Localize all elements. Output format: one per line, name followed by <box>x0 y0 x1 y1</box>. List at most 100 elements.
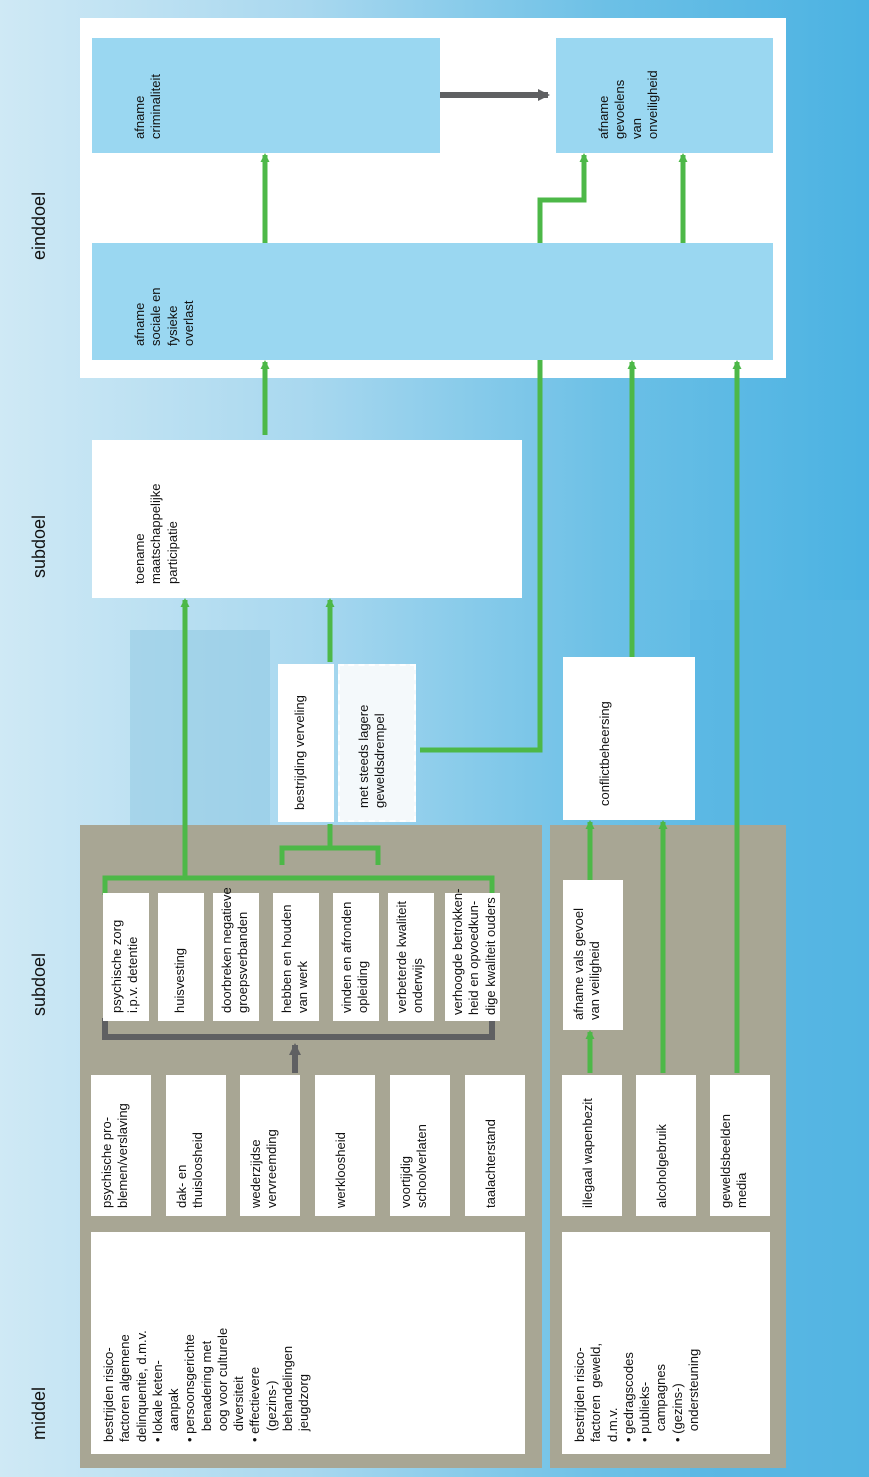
text-line: • persoonsgerichte <box>182 1334 198 1442</box>
text-line: met steeds lagere <box>356 704 371 808</box>
text-line: van veiligheid <box>587 941 603 1020</box>
text-line: vervreemding <box>264 1129 280 1208</box>
text-line: conflictbeheersing <box>597 701 612 806</box>
risk-alcoholgebruik: alcoholgebruik <box>636 1075 696 1216</box>
bracket-subgoals <box>102 1018 495 1040</box>
subgoal-ouders: verhoogde betrokken-heid en opvoedkun-di… <box>445 888 500 1021</box>
means-violence: bestrijden risico-factoren geweld,d.m.v.… <box>562 1232 770 1454</box>
text-line: opleiding <box>355 960 371 1013</box>
text-line: • publieks- <box>637 1381 652 1442</box>
text-line: afname <box>596 95 611 139</box>
text-line: benadering met <box>198 1340 214 1442</box>
risk-taalachterstand: taalachterstand <box>465 1075 525 1216</box>
text-line: criminaliteit <box>148 73 164 139</box>
text-line: psychische pro- <box>99 1116 114 1208</box>
bracket-verveling <box>279 845 381 865</box>
subgoal-huisvesting: huisvesting <box>158 893 204 1021</box>
text-line: huisvesting <box>172 947 187 1013</box>
text-line: psychische zorg <box>109 919 124 1013</box>
text-line: dige kwaliteit ouders <box>482 897 498 1015</box>
text-line: • lokale keten- <box>149 1360 165 1442</box>
text-line: groepsverbanden <box>235 911 251 1013</box>
risk-werkloosheid: werkloosheid <box>315 1075 375 1216</box>
text-line: fysieke <box>164 305 180 346</box>
subgoal-verveling: bestrijding verveling <box>278 664 334 822</box>
text-line: delinquentie, d.m.v. <box>133 1330 149 1442</box>
text-line: vinden en afronden <box>339 901 354 1013</box>
text-line: hebben en houden <box>279 904 294 1013</box>
text-line: sociale en <box>148 287 164 346</box>
subgoal-conflict: conflictbeheersing <box>563 657 695 820</box>
text-line: participatie <box>164 521 180 584</box>
text-line: diversiteit <box>231 1376 246 1442</box>
text-line: toename <box>132 533 147 584</box>
text-line: oog voor culturele <box>214 1327 230 1442</box>
text-line: wederzijdse <box>248 1139 263 1208</box>
header-einddoel: einddoel <box>29 191 49 260</box>
text-line: doorbreken negatieve <box>219 887 234 1013</box>
text-line: illegaal wapenbezit <box>580 1098 595 1208</box>
text-line: afname <box>132 302 147 346</box>
text-line: taalachterstand <box>483 1119 498 1208</box>
text-line: alcoholgebruik <box>654 1124 669 1208</box>
header-subdoel-mid: subdoel <box>29 952 49 1016</box>
text-line: factoren geweld, <box>588 1342 604 1442</box>
text-line: d.m.v. <box>604 1407 620 1442</box>
text-line: gevoelens <box>612 79 628 139</box>
text-line: dak- en <box>174 1164 189 1208</box>
text-line: bestrijding verveling <box>292 695 307 810</box>
text-line: • (gezins-) <box>669 1383 685 1442</box>
text-line: afname vals gevoel <box>571 907 586 1020</box>
text-line: bestrijden risico- <box>572 1347 587 1442</box>
text-line: geweldsbeelden <box>718 1114 733 1208</box>
text-line: schoolverlaten <box>414 1124 430 1208</box>
bracket-top-subgoals <box>102 875 495 895</box>
text-line: onveiligheid <box>644 70 660 139</box>
text-line: verbeterde kwaliteit <box>394 901 409 1013</box>
text-line: afname <box>132 95 147 139</box>
risk-wapenbezit: illegaal wapenbezit <box>562 1075 622 1216</box>
text-line: • gedragscodes <box>620 1352 636 1442</box>
text-line: overlast <box>180 300 196 346</box>
text-line: thuisloosheid <box>190 1132 206 1208</box>
text-line: • effectievere <box>247 1366 263 1442</box>
text-line: aanpak <box>166 1388 181 1442</box>
text-line: maatschappelijke <box>148 483 164 584</box>
text-line: werkloosheid <box>333 1132 348 1208</box>
text-line: bestrijden risico- <box>101 1347 116 1442</box>
header-middel: middel <box>29 1386 49 1440</box>
text-line: verhoogde betrokken- <box>450 888 465 1015</box>
text-line: ondersteuning <box>685 1348 701 1442</box>
text-line: i.p.v. detentie <box>125 936 141 1013</box>
header-subdoel-top: subdoel <box>29 514 49 578</box>
text-line: (gezins-) <box>263 1380 279 1442</box>
text-line: jeugdzorg <box>296 1374 311 1442</box>
arrow-drempel-to-onveiligheid <box>420 153 589 753</box>
text-line: onderwijs <box>410 958 426 1013</box>
text-line: factoren algemene <box>117 1334 133 1442</box>
text-line: media <box>734 1172 750 1208</box>
text-line: heid en opvoedkun- <box>466 900 482 1015</box>
text-line: campagnes <box>653 1363 669 1442</box>
text-line: behandelingen <box>279 1345 295 1442</box>
risk-psychische-problemen: psychische pro-blemen/verslaving <box>91 1075 151 1216</box>
text-line: van werk <box>295 960 311 1013</box>
